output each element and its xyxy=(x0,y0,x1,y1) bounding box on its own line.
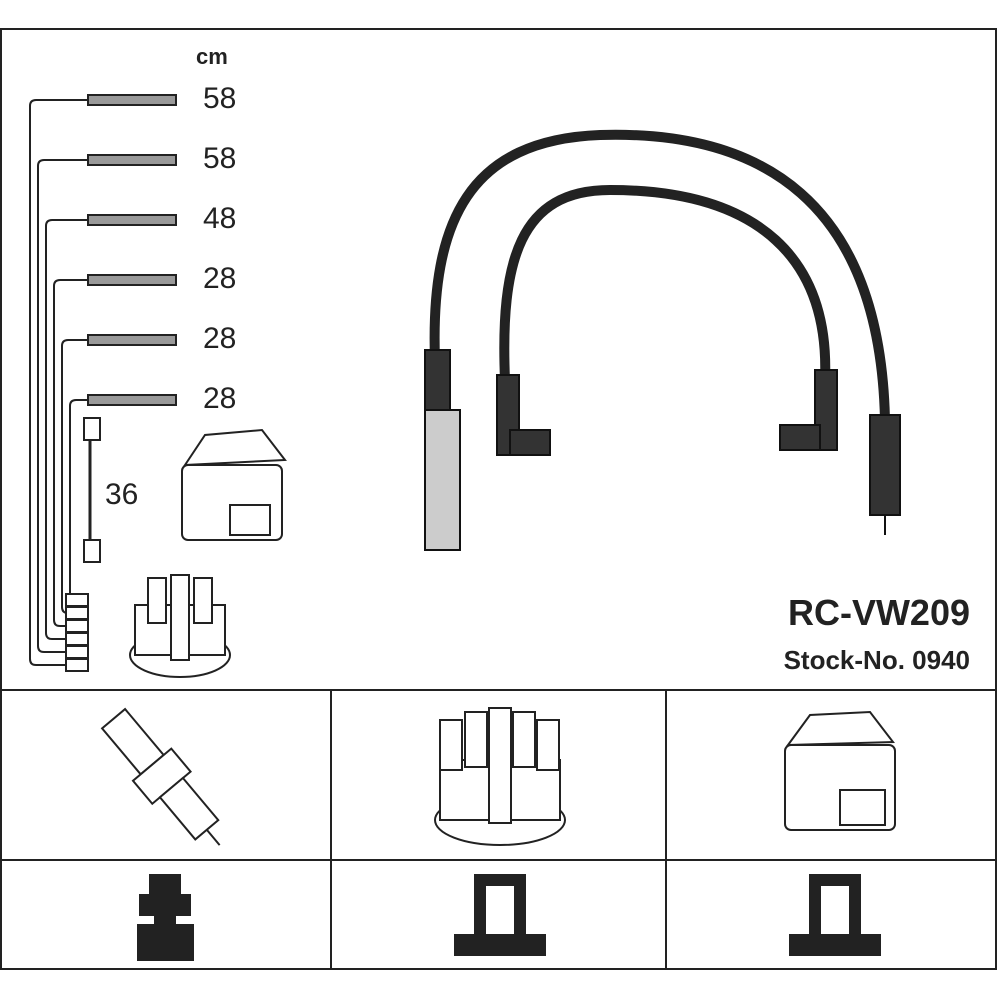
lead-length: 28 xyxy=(203,382,237,415)
cap-terminal xyxy=(65,632,89,646)
ignition-coil-icon xyxy=(784,710,896,831)
cap-terminal xyxy=(65,606,89,620)
cap-terminal xyxy=(65,619,89,633)
cap-terminal xyxy=(65,645,89,659)
lead-wire xyxy=(53,279,88,627)
lead-connector xyxy=(87,394,177,406)
unit-label: cm xyxy=(196,44,228,69)
stock-number: Stock-No. 0940 xyxy=(783,645,970,675)
spark-plug-icon xyxy=(100,707,221,846)
coil-terminal-icon xyxy=(789,874,881,956)
lead-wire xyxy=(61,339,88,614)
lead-length: 28 xyxy=(203,262,237,295)
small-distributor-cap-icon xyxy=(129,574,231,678)
lead-schematic xyxy=(29,94,177,672)
coil-lead-length: 36 xyxy=(105,478,139,511)
product-code: RC-VW209 xyxy=(787,592,970,633)
cap-terminal xyxy=(65,658,89,672)
distributor-cap-icon xyxy=(434,707,566,846)
lead-connector xyxy=(87,154,177,166)
lead-wire xyxy=(29,99,88,666)
lead-connector xyxy=(87,334,177,346)
small-ignition-coil-icon xyxy=(181,428,287,541)
lead-length: 48 xyxy=(203,202,237,235)
lead-length: 28 xyxy=(203,322,237,355)
lead-wire xyxy=(37,159,88,653)
lead-length: 58 xyxy=(203,142,237,175)
lead-length: 58 xyxy=(203,82,237,115)
lead-connector xyxy=(87,94,177,106)
lead-connector xyxy=(87,214,177,226)
lead-wire xyxy=(45,219,88,640)
lead-connector xyxy=(87,274,177,286)
ignition-cables-photo xyxy=(429,129,890,425)
cap-terminal-icon xyxy=(454,874,546,956)
coil-lead-icon xyxy=(83,417,101,563)
cable-boots xyxy=(424,349,901,551)
plug-terminal-icon xyxy=(137,874,194,961)
cap-terminal xyxy=(65,593,89,607)
diagram-frame xyxy=(0,28,997,970)
